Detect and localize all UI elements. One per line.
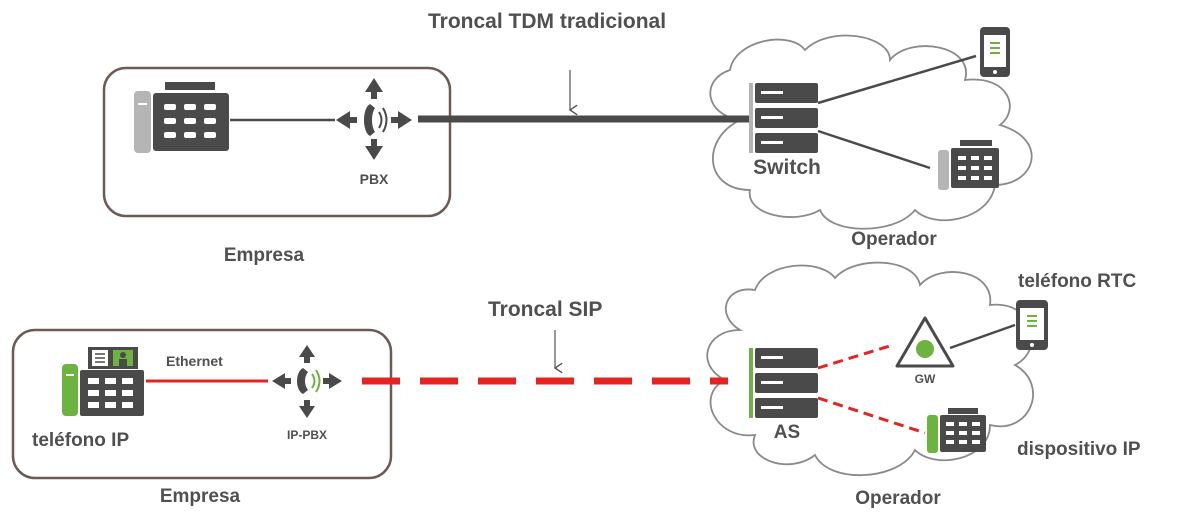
rtc-phone-icon	[1016, 300, 1048, 350]
as-label: AS	[773, 422, 801, 443]
gw-to-rtc-line	[949, 323, 1016, 350]
gateway-icon	[895, 316, 955, 368]
pbx-label: PBX	[359, 171, 389, 187]
ippbx-label: IP-PBX	[286, 428, 328, 442]
operator-desk-phone-icon	[938, 140, 999, 190]
ip-device-icon	[927, 408, 986, 453]
ethernet-label: Ethernet	[166, 353, 223, 369]
sip-trunk-label: Troncal SIP	[488, 298, 603, 321]
operator-label-bottom: Operador	[855, 488, 941, 509]
pbx-icon	[336, 78, 412, 160]
company-label-top: Empresa	[223, 245, 305, 266]
operator-label-top: Operador	[851, 229, 937, 250]
desk-phone-icon	[134, 82, 229, 153]
as-to-ipdevice-link	[817, 396, 926, 435]
switch-to-deskphone-line	[817, 129, 931, 170]
rtc-phone-label: teléfono RTC	[1018, 271, 1137, 292]
ip-phone-icon	[62, 347, 144, 416]
switch-label: Switch	[753, 156, 821, 179]
as-server-icon	[749, 348, 818, 418]
company-label-bottom: Empresa	[159, 486, 241, 507]
mobile-phone-icon	[980, 27, 1010, 77]
ip-phone-label: teléfono IP	[32, 430, 130, 451]
as-to-gw-link	[817, 343, 894, 370]
ippbx-icon	[272, 345, 342, 418]
switch-server-icon	[749, 83, 818, 153]
switch-to-mobile-line	[817, 54, 977, 105]
ip-device-label: dispositivo IP	[1017, 439, 1141, 460]
tdm-trunk-label: Troncal TDM tradicional	[428, 10, 667, 33]
gw-label: GW	[914, 372, 936, 386]
